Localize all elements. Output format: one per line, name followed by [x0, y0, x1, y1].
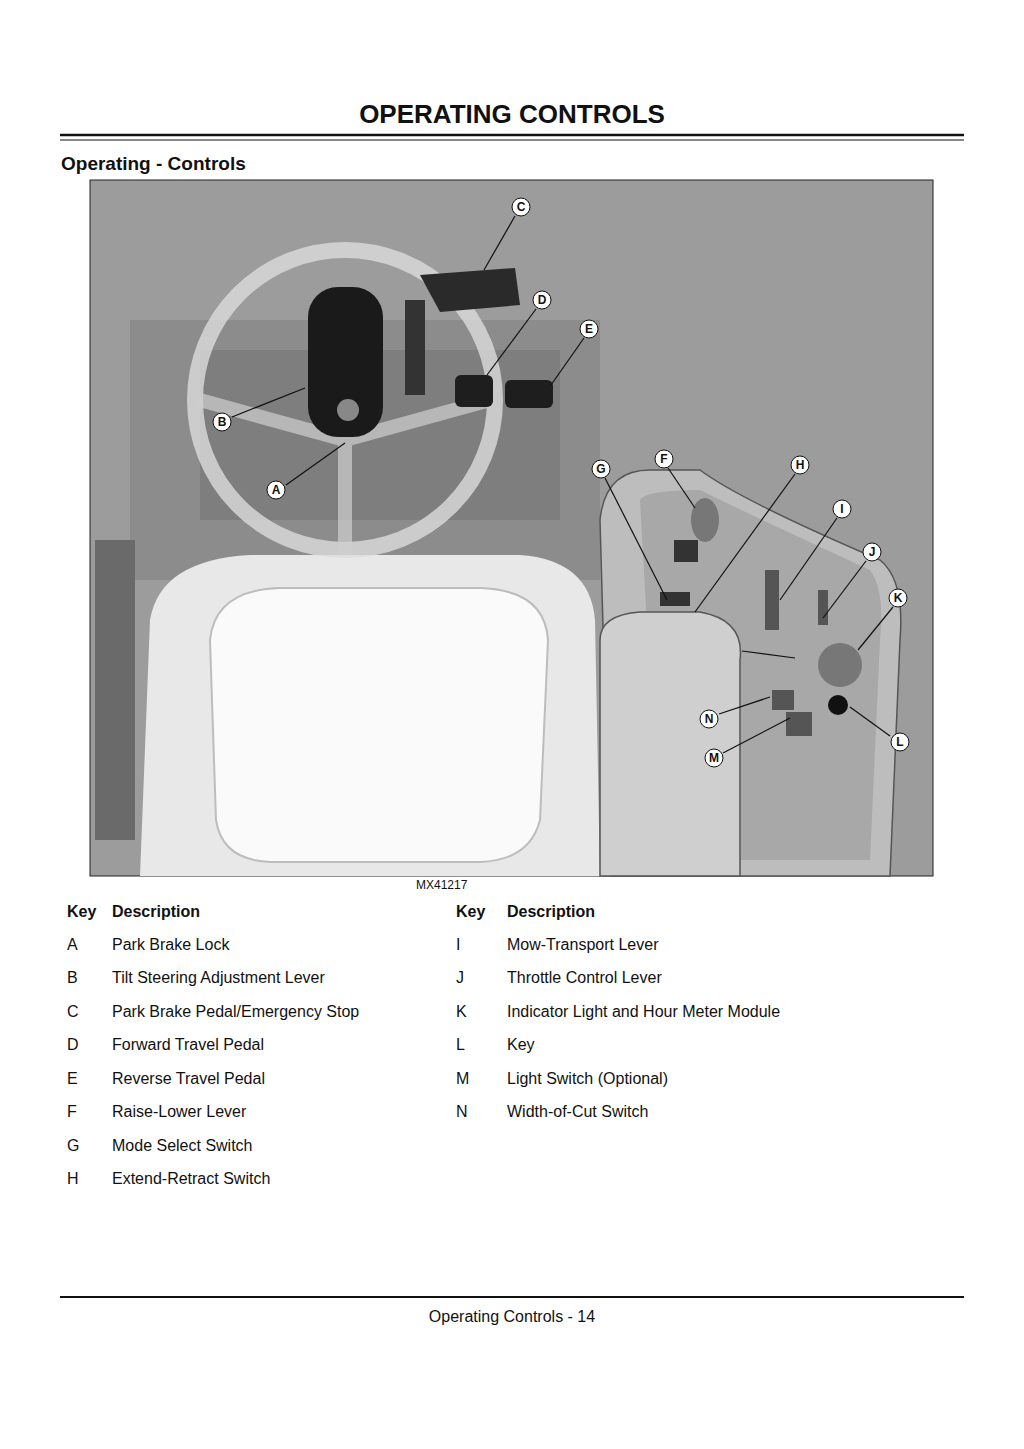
table-description: Key [507, 1036, 535, 1054]
callout-letter: B [213, 413, 232, 432]
page-footer: Operating Controls - 14 [429, 1308, 595, 1326]
table-key: N [456, 1103, 468, 1121]
table-description: Mode Select Switch [112, 1137, 253, 1155]
callout-letter: D [533, 291, 552, 310]
callout-letter: A [267, 481, 286, 500]
table-description: Mow-Transport Lever [507, 936, 658, 954]
callout-letter: H [791, 456, 810, 475]
table-description: Tilt Steering Adjustment Lever [112, 969, 325, 987]
callout-letter: I [833, 500, 852, 519]
table-header: Description [507, 903, 595, 921]
table-header: Key [456, 903, 485, 921]
figure-code: MX41217 [416, 878, 467, 892]
table-key: I [456, 936, 460, 954]
table-key: K [456, 1003, 467, 1021]
callout-letter: E [580, 320, 599, 339]
table-key: M [456, 1070, 469, 1088]
callout-letter: G [592, 460, 611, 479]
table-key: G [67, 1137, 79, 1155]
section-heading: Operating - Controls [61, 153, 246, 175]
table-key: C [67, 1003, 79, 1021]
table-key: D [67, 1036, 79, 1054]
table-description: Raise-Lower Lever [112, 1103, 246, 1121]
table-key: A [67, 936, 78, 954]
table-description: Width-of-Cut Switch [507, 1103, 648, 1121]
callout-letter: K [889, 589, 908, 608]
page-heading: OPERATING CONTROLS [359, 99, 665, 130]
table-key: F [67, 1103, 77, 1121]
callout-letter: C [512, 198, 531, 217]
table-header: Description [112, 903, 200, 921]
callout-letter: J [863, 543, 882, 562]
table-key: E [67, 1070, 78, 1088]
table-description: Extend-Retract Switch [112, 1170, 270, 1188]
table-header: Key [67, 903, 96, 921]
table-description: Throttle Control Lever [507, 969, 662, 987]
callout-letter: F [655, 450, 674, 469]
table-description: Forward Travel Pedal [112, 1036, 264, 1054]
callout-letter: M [705, 749, 724, 768]
table-description: Reverse Travel Pedal [112, 1070, 265, 1088]
table-description: Park Brake Lock [112, 936, 229, 954]
table-description: Light Switch (Optional) [507, 1070, 668, 1088]
table-description: Park Brake Pedal/Emergency Stop [112, 1003, 359, 1021]
callout-letter: N [700, 710, 719, 729]
table-description: Indicator Light and Hour Meter Module [507, 1003, 780, 1021]
callout-letter: L [891, 733, 910, 752]
table-key: L [456, 1036, 465, 1054]
table-key: J [456, 969, 464, 987]
table-key: B [67, 969, 78, 987]
table-key: H [67, 1170, 79, 1188]
